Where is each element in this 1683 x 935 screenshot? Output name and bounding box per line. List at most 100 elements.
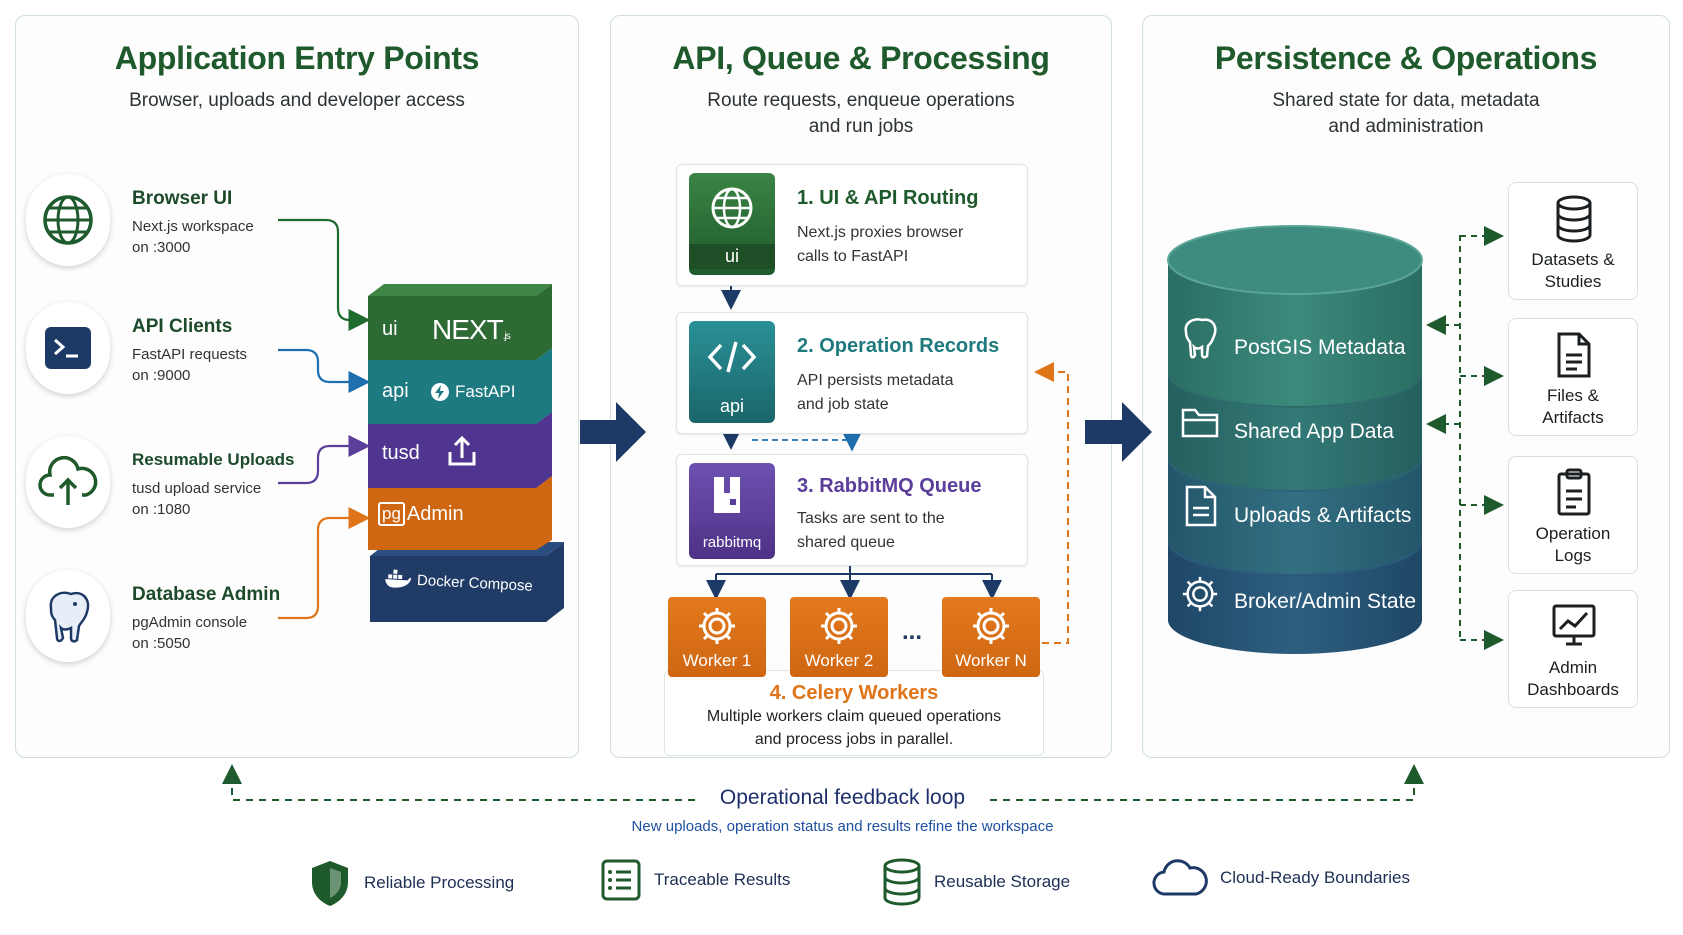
workers-group-box	[664, 670, 1044, 756]
code-icon	[707, 341, 757, 373]
step-icon-label: api	[719, 396, 745, 416]
entry-title: Database Admin	[132, 584, 281, 605]
step-icon-api: api	[689, 321, 775, 423]
gear-icon	[699, 608, 735, 644]
workers-ellipsis: ...	[902, 618, 923, 645]
db-layer-shared-app-data: Shared App Data	[1234, 420, 1394, 443]
docker-icon	[385, 569, 412, 588]
entry-icon-circle	[26, 302, 110, 394]
feature-reusable-storage: Reusable Storage	[882, 858, 1070, 906]
document-icon	[1185, 485, 1217, 527]
db-layer-postgis: PostGIS Metadata	[1234, 336, 1406, 359]
step-title: 3. RabbitMQ Queue	[797, 475, 982, 497]
api-processing-subtitle-2: and run jobs	[808, 116, 914, 137]
entry-title: Browser UI	[132, 188, 233, 209]
step-rabbitmq-queue: rabbitmq 3. RabbitMQ Queue Tasks are sen…	[676, 454, 1028, 566]
cloud-upload-icon	[38, 456, 98, 505]
terminal-icon	[45, 327, 91, 369]
worker-label: Worker 2	[804, 651, 874, 670]
output-label: Files &Artifacts	[1542, 386, 1604, 427]
step-operation-records: api 2. Operation Records API persists me…	[676, 312, 1028, 434]
list-icon	[601, 859, 641, 901]
worker-label: Worker 1	[682, 651, 752, 670]
persistence-subtitle-1: Shared state for data, metadata	[1272, 90, 1540, 111]
elephant-icon	[1184, 318, 1217, 359]
stack-tusd-label: tusd	[382, 442, 420, 464]
persistence-subtitle-2: and administration	[1328, 116, 1484, 137]
feature-label: Traceable Results	[654, 870, 791, 889]
nextjs-logo: NEXT.js	[432, 314, 511, 345]
celery-workers-title: 4. Celery Workers	[769, 682, 939, 704]
stack-ui-label: ui	[382, 318, 398, 340]
step-ui-api-routing: ui 1. UI & API Routing Next.js proxies b…	[676, 164, 1028, 286]
output-datasets-studies: Datasets &Studies	[1508, 182, 1638, 300]
bolt-icon	[431, 383, 449, 401]
worker-label: Worker N	[955, 651, 1027, 670]
step-title: 1. UI & API Routing	[797, 187, 979, 209]
output-files-artifacts: Files &Artifacts	[1508, 318, 1638, 436]
step-icon-label: rabbitmq	[702, 534, 762, 551]
feature-label: Cloud-Ready Boundaries	[1220, 868, 1410, 887]
globe-icon	[43, 195, 93, 245]
clipboard-icon	[1557, 468, 1591, 516]
upload-icon	[448, 435, 476, 466]
api-processing-title: API, Queue & Processing	[672, 40, 1050, 76]
globe-icon	[711, 187, 753, 229]
worker-2: Worker 2	[790, 597, 888, 677]
gear-icon	[973, 608, 1009, 644]
worker-1: Worker 1	[668, 597, 766, 677]
api-processing-subtitle-1: Route requests, enqueue operations	[707, 90, 1015, 111]
folder-icon	[1181, 408, 1219, 438]
elephant-icon	[49, 591, 90, 643]
entry-title: API Clients	[132, 316, 233, 337]
feature-cloud-ready: Cloud-Ready Boundaries	[1152, 858, 1410, 898]
step-icon-ui: ui	[689, 173, 775, 275]
rabbitmq-icon	[714, 477, 740, 513]
celery-workers-desc-2: and process jobs in parallel.	[754, 731, 954, 748]
worker-n: Worker N	[942, 597, 1040, 677]
entry-points-title: Application Entry Points	[114, 40, 480, 76]
feedback-loop-title: Operational feedback loop	[719, 786, 966, 809]
entry-icon-circle	[26, 570, 110, 662]
db-layer-broker-admin-state: Broker/Admin State	[1234, 590, 1417, 613]
feedback-loop-desc: New uploads, operation status and result…	[631, 818, 1054, 835]
chart-icon	[1552, 604, 1596, 646]
feature-label: Reusable Storage	[934, 872, 1071, 891]
entry-icon-circle	[26, 174, 110, 266]
database-icon	[883, 858, 921, 906]
step-icon-label: ui	[689, 244, 775, 269]
entry-icon-circle	[26, 436, 110, 528]
step-icon-rabbitmq: rabbitmq	[689, 463, 775, 559]
feature-traceable-results: Traceable Results	[600, 858, 790, 902]
cloud-icon	[1152, 859, 1208, 896]
shield-icon	[312, 861, 348, 906]
feature-label: Reliable Processing	[364, 873, 515, 892]
docker-compose-logo: Docker Compose	[384, 568, 534, 596]
fastapi-logo: FastAPI	[430, 382, 515, 402]
gear-icon	[1182, 576, 1218, 612]
step-title: 2. Operation Records	[797, 335, 1000, 357]
output-label: Datasets &Studies	[1531, 250, 1615, 291]
entry-title: Resumable Uploads	[132, 450, 295, 469]
stack-blocks	[368, 284, 564, 622]
celery-workers-desc-1: Multiple workers claim queued operations	[706, 708, 1002, 725]
gear-icon	[821, 608, 857, 644]
database-cylinder	[1167, 225, 1423, 654]
